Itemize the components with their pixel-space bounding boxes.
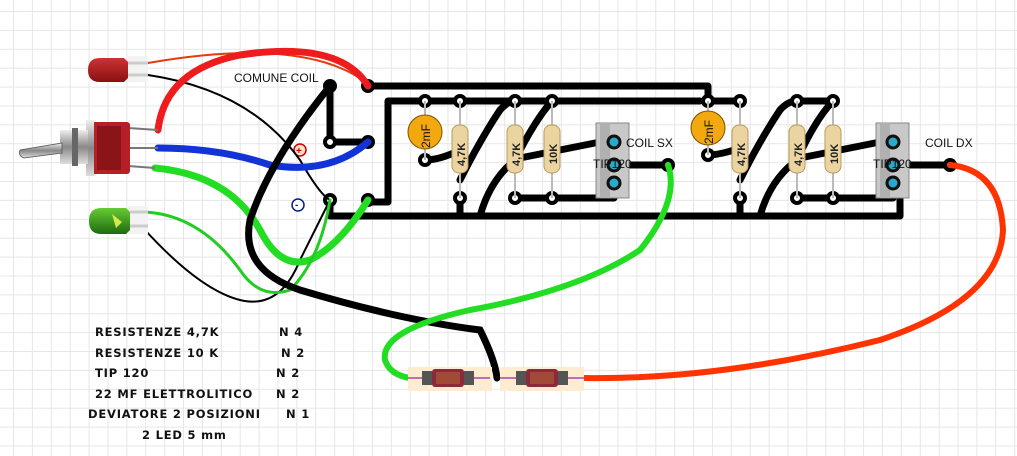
bom-row: RESISTENZE 10 K N 2 [88, 346, 328, 367]
resistor-right-2: 4,7K [788, 101, 806, 198]
capacitor-right: 2mF [690, 101, 726, 155]
bom-row: 22 MF ELETTROLITICO N 2 [88, 387, 328, 408]
transistor-right: TIP120 [873, 122, 912, 199]
bom-qty: N 4 [279, 325, 304, 339]
resistor-right-1-label: 4,7K [736, 143, 748, 166]
capacitor-left-label: 2mF [419, 124, 433, 148]
transistor-left: TIP120 [593, 122, 632, 199]
wire-green-switch [151, 164, 372, 266]
transistor-left-label: TIP120 [593, 157, 632, 171]
polarity-plus-marker: + [293, 143, 307, 157]
coil-left [408, 367, 492, 391]
common-coil-label: COMUNE COIL [234, 71, 319, 85]
bom-qty: N 2 [281, 345, 306, 360]
resistor-left-1: 4,7K [451, 101, 469, 198]
bom-item: 22 MF ELETTROLITICO [95, 386, 254, 401]
switch-pad-mid [323, 135, 337, 149]
resistor-right-1: 4,7K [731, 101, 749, 198]
bom-row: RESISTENZE 4,7K N 4 [88, 325, 328, 346]
svg-text:-: - [295, 200, 298, 211]
wire-red-switch [154, 47, 372, 134]
wire-green-led [143, 198, 332, 294]
bom-row: DEVIATORE 2 POSIZIONI N 1 [88, 407, 328, 428]
resistor-left-1-label: 4,7K [456, 143, 468, 166]
solder-pads [323, 79, 957, 207]
capacitor-right-label: 2mF [702, 120, 716, 144]
resistor-right-2-label: 4,7K [793, 143, 805, 166]
right-stage: 2mF 4,7K 4,7K 10K TIP120 COIL DX [690, 101, 973, 199]
resistor-right-3-label: 10K [829, 144, 841, 164]
bom-row: TIP 120 N 2 [88, 366, 328, 387]
resistor-left-2: 4,7K [506, 101, 524, 198]
bill-of-materials: RESISTENZE 4,7K N 4 RESISTENZE 10 K N 2 … [88, 325, 328, 448]
bom-item: RESISTENZE 4,7K [95, 325, 220, 339]
led-red [88, 56, 148, 82]
resistor-left-3-label: 10K [548, 144, 560, 164]
coil-dx-label: COIL DX [925, 136, 973, 150]
bom-qty: N 2 [276, 366, 301, 380]
bom-qty: N 2 [276, 386, 301, 401]
led-green [89, 206, 148, 234]
resistor-right-3: 10K [824, 101, 842, 198]
bom-item: TIP 120 [95, 366, 150, 380]
svg-text:+: + [296, 146, 302, 157]
bom-qty: N 1 [286, 407, 311, 421]
coil-sx-label: COIL SX [626, 136, 673, 150]
bom-item: RESISTENZE 10 K [95, 345, 219, 360]
transistor-right-label: TIP120 [873, 157, 912, 171]
resistor-left-3: 10K [543, 101, 561, 198]
wire-green-coil-sx [381, 162, 674, 381]
wire-black-common [245, 82, 501, 382]
polarity-minus-marker: - [291, 198, 305, 212]
bom-row: 2 LED 5 mm [88, 428, 328, 449]
bom-item: 2 LED 5 mm [142, 427, 227, 442]
coil-right [500, 367, 584, 391]
bom-item: DEVIATORE 2 POSIZIONI [88, 407, 261, 421]
left-stage: 2mF 4,7K 4,7K 10K TIP120 COIL SX [407, 101, 673, 199]
wire-blue [154, 138, 372, 171]
toggle-switch [19, 120, 159, 176]
wire-orange-coil-dx [582, 162, 1007, 382]
wire-black-led [144, 74, 332, 303]
wires [143, 47, 1007, 382]
capacitor-left: 2mF [407, 101, 443, 160]
resistor-left-2-label: 4,7K [511, 143, 523, 166]
